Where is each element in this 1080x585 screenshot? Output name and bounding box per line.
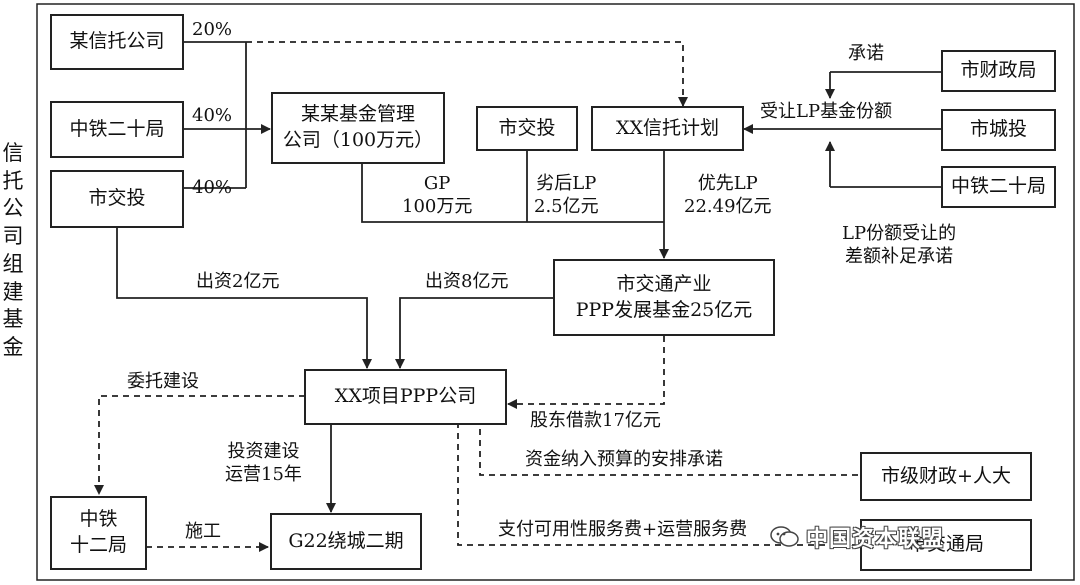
edge-shareholder-loan — [507, 336, 665, 409]
node-city-finance-npc: 市级财政+人大 — [860, 452, 1032, 501]
node-finance-bureau: 市财政局 — [941, 50, 1056, 92]
label-senior-lp: 优先LP 22.49亿元 — [684, 173, 772, 218]
label-promise: 承诺 — [848, 43, 884, 64]
label-pct-40b: 40% — [192, 177, 233, 198]
node-city-transport-left: 市交投 — [50, 170, 184, 228]
edge-gp-line — [361, 163, 664, 223]
label-lp-makeup: LP份额受让的 差额补足承诺 — [842, 223, 957, 268]
label-entrust: 委托建设 — [127, 371, 199, 392]
label-invest-build: 投资建设 运营15年 — [225, 441, 302, 486]
node-city-transport-mid: 市交投 — [476, 106, 578, 151]
label-gp: GP 100万元 — [402, 173, 473, 218]
node-g22: G22绕城二期 — [270, 513, 422, 570]
node-trust-company: 某信托公司 — [50, 14, 184, 70]
label-pct-40a: 40% — [192, 105, 233, 126]
edge-invest-8 — [395, 297, 553, 369]
watermark: 中国资本联盟 — [770, 520, 1060, 554]
label-shareholder-loan: 股东借款17亿元 — [530, 410, 661, 431]
label-lp-transfer: 受让LP基金份额 — [760, 101, 893, 122]
node-trust-plan: XX信托计划 — [591, 106, 744, 151]
wechat-icon — [770, 525, 800, 549]
edge-trust-to-plan-dashed — [246, 41, 688, 107]
label-budget-promise: 资金纳入预算的安排承诺 — [525, 449, 723, 470]
edge-availability-fee — [457, 425, 858, 546]
side-title: 信 托 公 司 组 建 基 金 — [2, 141, 24, 360]
label-availability-fee: 支付可用性服务费+运营服务费 — [498, 519, 748, 540]
node-crcc20-left: 中铁二十局 — [50, 101, 184, 158]
edge-invest-2 — [116, 228, 372, 369]
node-crcc20-right: 中铁二十局 — [941, 166, 1056, 208]
watermark-text: 中国资本联盟 — [806, 526, 945, 552]
node-project-company: XX项目PPP公司 — [304, 369, 507, 425]
edge-entrust — [94, 395, 305, 495]
label-construction: 施工 — [185, 521, 221, 542]
node-city-investment: 市城投 — [941, 109, 1056, 151]
node-city-transport-bureau: 市交通局 — [860, 519, 1032, 571]
label-invest-8: 出资8亿元 — [425, 271, 509, 292]
node-ppp-fund: 市交通产业 PPP发展基金25亿元 — [553, 259, 775, 336]
label-pct-20: 20% — [192, 19, 233, 40]
label-invest-2: 出资2亿元 — [196, 271, 280, 292]
edge-budget-promise — [479, 425, 858, 476]
node-crcc12: 中铁 十二局 — [50, 496, 147, 570]
node-fund-manager: 某某基金管理 公司（100万元） — [271, 92, 445, 164]
label-junior-lp: 劣后LP 2.5亿元 — [534, 173, 599, 218]
outer-frame — [36, 3, 1075, 581]
